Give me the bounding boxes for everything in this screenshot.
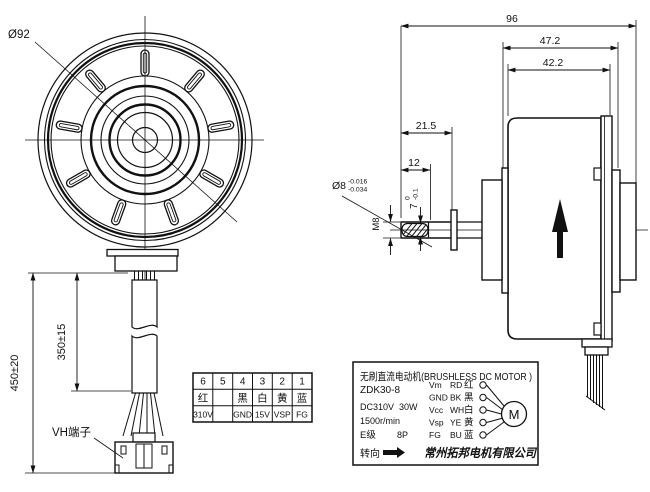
pin-number: 1	[299, 377, 305, 388]
dim-flat-7: 7	[409, 203, 420, 209]
dim-42-2: 42.2	[543, 57, 564, 69]
pin-wire-color: 红	[198, 392, 209, 405]
side-dimension-lines	[388, 23, 637, 255]
wire-color: 红	[464, 379, 474, 391]
company-name: 常州拓邦电机有限公司	[424, 446, 538, 460]
fan-hub-and-cable: VH端子	[52, 248, 179, 474]
front-plate	[501, 167, 509, 294]
motor-body	[481, 115, 637, 342]
dim-overall-96: 96	[506, 13, 518, 25]
dim-12: 12	[408, 157, 420, 169]
rated-speed: 1500r/min	[360, 416, 400, 426]
cable-sleeve-upper	[131, 279, 158, 330]
overall-length-dim: 450±20	[9, 355, 21, 392]
fan-diameter-label: Ø92	[8, 29, 30, 41]
rated-voltage: DC310V	[360, 402, 394, 412]
pin-signal: 310V	[193, 410, 213, 420]
model-number: ZDK30-8	[360, 385, 400, 396]
wire-color: 黄	[464, 417, 474, 429]
pin-number: 3	[260, 377, 266, 388]
back-step-1	[611, 169, 621, 293]
wire-code: WH	[450, 405, 464, 415]
flat-width-label: 7 0 -0.1	[405, 188, 421, 209]
rotation-arrow	[552, 199, 568, 258]
wire-code: YE	[450, 418, 462, 428]
pin-wire-color: 白	[257, 392, 268, 405]
wire-code: BK	[450, 393, 462, 403]
shaft-tol-lower: -0.034	[348, 187, 367, 194]
front-view: Ø92	[8, 16, 264, 474]
wire-signal: GND	[429, 393, 448, 403]
wire-signal: FG	[429, 430, 441, 440]
shaft-diameter-label: Ø8 -0.016 -0.034	[332, 179, 433, 248]
flat-tol-lower: -0.1	[413, 188, 420, 200]
wire-bundle	[585, 355, 606, 411]
pin-number: 5	[220, 377, 226, 388]
pin-signal: GND	[233, 410, 252, 420]
wire-code: RD	[450, 380, 462, 390]
cable-length-dim: 350±15	[56, 324, 68, 361]
wire-signal: Vcc	[429, 405, 444, 415]
front-dimensions: 450±20 350±15	[9, 272, 131, 474]
pin-table: 6 5 4 3 2 1 红 黑 白 黄 蓝 310V GND 15V VSP F…	[192, 372, 313, 423]
side-view: 96 47.2 42.2 21.5 12 Ø8 -0.016 -0.034 7 …	[332, 13, 648, 411]
pin-wire-color: 蓝	[297, 393, 308, 405]
hub-wires	[134, 271, 155, 280]
title-block: 无刷直流电动机(BRUSHLESS DC MOTOR ) ZDK30-8 DC3…	[352, 361, 539, 466]
wire-color: 黑	[464, 393, 474, 404]
side-cable-exit	[581, 338, 613, 411]
motor-shaft	[400, 209, 482, 251]
insulation-class: E级	[360, 429, 376, 441]
fan-circles	[37, 32, 253, 248]
pole-count: 8P	[397, 430, 408, 440]
shaft-flange	[450, 209, 458, 251]
thread-spec-label: M8	[371, 217, 382, 230]
drawing-title: 无刷直流电动机(BRUSHLESS DC MOTOR )	[360, 370, 532, 383]
rotation-label: 转向	[360, 447, 380, 460]
wire-terminals	[479, 381, 505, 439]
pin-wire-color: 黄	[277, 392, 288, 405]
pin-number: 4	[240, 377, 246, 388]
pin-table-cells: 6 5 4 3 2 1 红 黑 白 黄 蓝 310V GND 15V VSP F…	[193, 377, 308, 420]
pin-number: 6	[200, 377, 206, 388]
wire-color: 蓝	[464, 429, 474, 441]
vh-leader-line	[93, 437, 124, 459]
dim-47-2: 47.2	[540, 35, 561, 47]
vh-terminal-label: VH端子	[52, 426, 91, 439]
rated-power: 30W	[399, 402, 418, 412]
motor-symbol-circle	[500, 400, 528, 428]
flat-tol-upper: 0	[405, 196, 412, 200]
motor-symbol: M	[509, 407, 520, 422]
wire-code: BU	[450, 430, 462, 440]
clip-top	[593, 167, 602, 181]
rotation-direction-arrow	[383, 447, 405, 458]
cable-fanout-wires	[122, 392, 164, 437]
pin-signal: VSP	[274, 410, 291, 420]
cable-sleeve-lower	[131, 333, 158, 394]
wiring-legend: Vm RD 红 GND BK 黑 Vcc WH 白 Vsp YE 黄 FG BU…	[429, 379, 528, 441]
pin-table-grid	[193, 373, 312, 422]
pin-wire-color: 黑	[237, 393, 248, 405]
fan-spokes	[55, 49, 235, 226]
dim-21-5: 21.5	[416, 120, 437, 132]
vh-connector	[114, 432, 174, 474]
wire-signal: Vm	[429, 380, 442, 390]
back-step-2	[619, 182, 637, 281]
wire-color: 白	[464, 404, 474, 416]
motor-back-cap	[600, 115, 613, 342]
pin-signal: 15V	[255, 410, 270, 420]
shaft-tol-upper: -0.016	[348, 179, 367, 186]
wire-signal: Vsp	[429, 418, 444, 428]
clip-bottom	[593, 322, 602, 336]
dim-shaft-dia: Ø8	[332, 180, 346, 192]
pin-signal: FG	[296, 410, 308, 420]
front-boss	[481, 179, 503, 281]
pin-number: 2	[279, 377, 285, 388]
side-extension-lines	[383, 20, 637, 239]
